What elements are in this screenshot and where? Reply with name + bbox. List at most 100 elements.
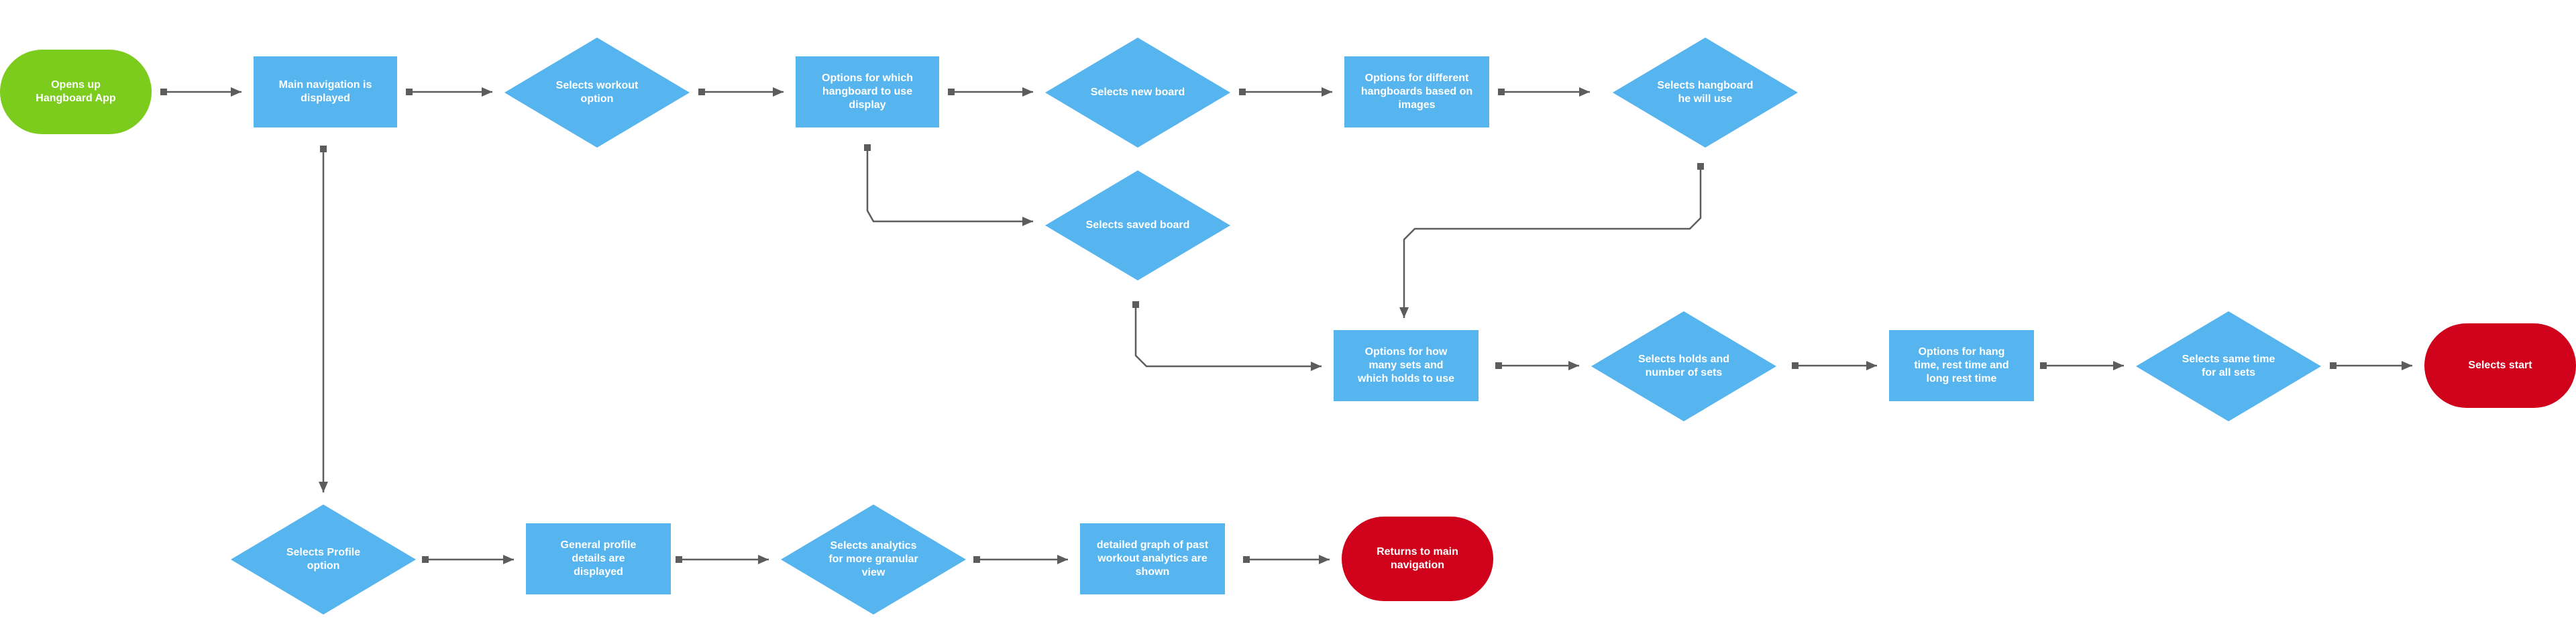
node-select-hangboard-use[interactable]: Selects hangboard he will use bbox=[1613, 38, 1798, 148]
node-label: General profile details are displayed bbox=[560, 539, 637, 578]
node-main-nav[interactable]: Main navigation is displayed bbox=[254, 56, 397, 127]
connector-start-handle bbox=[1243, 556, 1250, 563]
connector-start-handle bbox=[1697, 163, 1704, 170]
connector-start-handle bbox=[160, 89, 167, 95]
node-label: Options for hang time, rest time and lon… bbox=[1914, 346, 2009, 384]
connector-arrow bbox=[864, 144, 1033, 226]
connector-arrow bbox=[1399, 163, 1704, 318]
node-select-profile[interactable]: Selects Profile option bbox=[231, 505, 416, 615]
node-label: Selects analytics for more granular view bbox=[828, 540, 918, 578]
node-label: Selects new board bbox=[1090, 87, 1185, 98]
node-return-nav[interactable]: Returns to main navigation bbox=[1342, 517, 1493, 601]
node-select-workout[interactable]: Selects workout option bbox=[504, 38, 690, 148]
arrowhead-icon bbox=[482, 87, 492, 97]
arrowhead-icon bbox=[1322, 87, 1332, 97]
diamond-shape bbox=[231, 505, 416, 615]
node-label: Selects start bbox=[2468, 360, 2532, 371]
connector-start-handle bbox=[1498, 89, 1505, 95]
node-profile-details[interactable]: General profile details are displayed bbox=[526, 523, 671, 594]
connector-start-handle bbox=[406, 89, 413, 95]
diamond-shape bbox=[504, 38, 690, 148]
diamond-shape bbox=[1045, 170, 1230, 280]
diamond-shape bbox=[781, 505, 966, 615]
connector-arrow bbox=[698, 87, 784, 97]
arrowhead-icon bbox=[319, 482, 328, 492]
connector-arrow bbox=[160, 87, 241, 97]
diamond-shape bbox=[1591, 311, 1776, 421]
node-label: Opens up Hangboard App bbox=[36, 79, 116, 104]
node-label: Selects hangboard he will use bbox=[1657, 80, 1754, 105]
node-select-same-time[interactable]: Selects same time for all sets bbox=[2136, 311, 2321, 421]
arrowhead-icon bbox=[1022, 87, 1033, 97]
connector-start-handle bbox=[1792, 362, 1799, 369]
node-sets-holds-options[interactable]: Options for how many sets and which hold… bbox=[1334, 330, 1479, 401]
arrowhead-icon bbox=[231, 87, 241, 97]
connector-start-handle bbox=[1495, 362, 1502, 369]
connector-arrow bbox=[2040, 361, 2124, 370]
arrowhead-icon bbox=[503, 555, 514, 564]
connector-start-handle bbox=[320, 146, 327, 152]
arrowhead-icon bbox=[1568, 361, 1579, 370]
connector-arrow bbox=[2330, 361, 2412, 370]
node-hang-rest-options[interactable]: Options for hang time, rest time and lon… bbox=[1889, 330, 2034, 401]
node-label: Selects saved board bbox=[1085, 219, 1190, 231]
node-different-hangboards[interactable]: Options for different hangboards based o… bbox=[1344, 56, 1489, 127]
node-open-app[interactable]: Opens up Hangboard App bbox=[0, 50, 152, 134]
connector-arrow bbox=[1498, 87, 1590, 97]
node-label: Options for which hangboard to use displ… bbox=[822, 72, 913, 111]
node-select-saved-board[interactable]: Selects saved board bbox=[1045, 170, 1230, 280]
node-label: Selects same time for all sets bbox=[2182, 354, 2275, 378]
arrowhead-icon bbox=[2113, 361, 2124, 370]
node-label: Main navigation is displayed bbox=[278, 79, 372, 104]
connector-arrow bbox=[973, 555, 1068, 564]
arrowhead-icon bbox=[1579, 87, 1590, 97]
connector-arrow bbox=[1243, 555, 1330, 564]
connector-start-handle bbox=[1239, 89, 1246, 95]
connector-arrow bbox=[319, 146, 328, 492]
connector-start-handle bbox=[2040, 362, 2047, 369]
connector-start-handle bbox=[422, 556, 429, 563]
node-label: Options for how many sets and which hold… bbox=[1357, 346, 1454, 384]
node-label: detailed graph of past workout analytics… bbox=[1096, 539, 1209, 578]
node-label: Selects Profile option bbox=[286, 547, 361, 572]
arrowhead-icon bbox=[1057, 555, 1068, 564]
connector-arrow bbox=[676, 555, 769, 564]
node-which-hangboard[interactable]: Options for which hangboard to use displ… bbox=[796, 56, 939, 127]
diamond-shape bbox=[2136, 311, 2321, 421]
node-select-analytics[interactable]: Selects analytics for more granular view bbox=[781, 505, 966, 615]
connector-arrow bbox=[422, 555, 514, 564]
diamond-shape bbox=[1045, 38, 1230, 148]
connector-arrow bbox=[1239, 87, 1332, 97]
connector-start-handle bbox=[973, 556, 980, 563]
arrowhead-icon bbox=[1399, 307, 1409, 318]
arrowhead-icon bbox=[1311, 362, 1322, 371]
arrowhead-icon bbox=[1319, 555, 1330, 564]
connector-start-handle bbox=[2330, 362, 2337, 369]
connector-start-handle bbox=[676, 556, 682, 563]
node-select-new-board[interactable]: Selects new board bbox=[1045, 38, 1230, 148]
connector-arrow bbox=[406, 87, 492, 97]
arrowhead-icon bbox=[1866, 361, 1877, 370]
connector-start-handle bbox=[698, 89, 705, 95]
node-select-start[interactable]: Selects start bbox=[2424, 323, 2576, 408]
node-label: Options for different hangboards based o… bbox=[1360, 72, 1473, 111]
arrowhead-icon bbox=[758, 555, 769, 564]
node-analytics-graph[interactable]: detailed graph of past workout analytics… bbox=[1080, 523, 1225, 594]
arrowhead-icon bbox=[773, 87, 784, 97]
arrowhead-icon bbox=[2402, 361, 2412, 370]
connector-start-handle bbox=[1132, 301, 1139, 308]
node-label: Selects workout option bbox=[555, 80, 639, 105]
connector-start-handle bbox=[948, 89, 955, 95]
connector-start-handle bbox=[864, 144, 871, 151]
connector-arrow bbox=[948, 87, 1033, 97]
connector-arrow bbox=[1132, 301, 1322, 371]
node-select-holds-sets[interactable]: Selects holds and number of sets bbox=[1591, 311, 1776, 421]
arrowhead-icon bbox=[1022, 217, 1033, 226]
node-label: Returns to main navigation bbox=[1377, 546, 1458, 571]
connector-arrow bbox=[1495, 361, 1579, 370]
connector-arrow bbox=[1792, 361, 1877, 370]
node-label: Selects holds and number of sets bbox=[1638, 354, 1730, 378]
diamond-shape bbox=[1613, 38, 1798, 148]
